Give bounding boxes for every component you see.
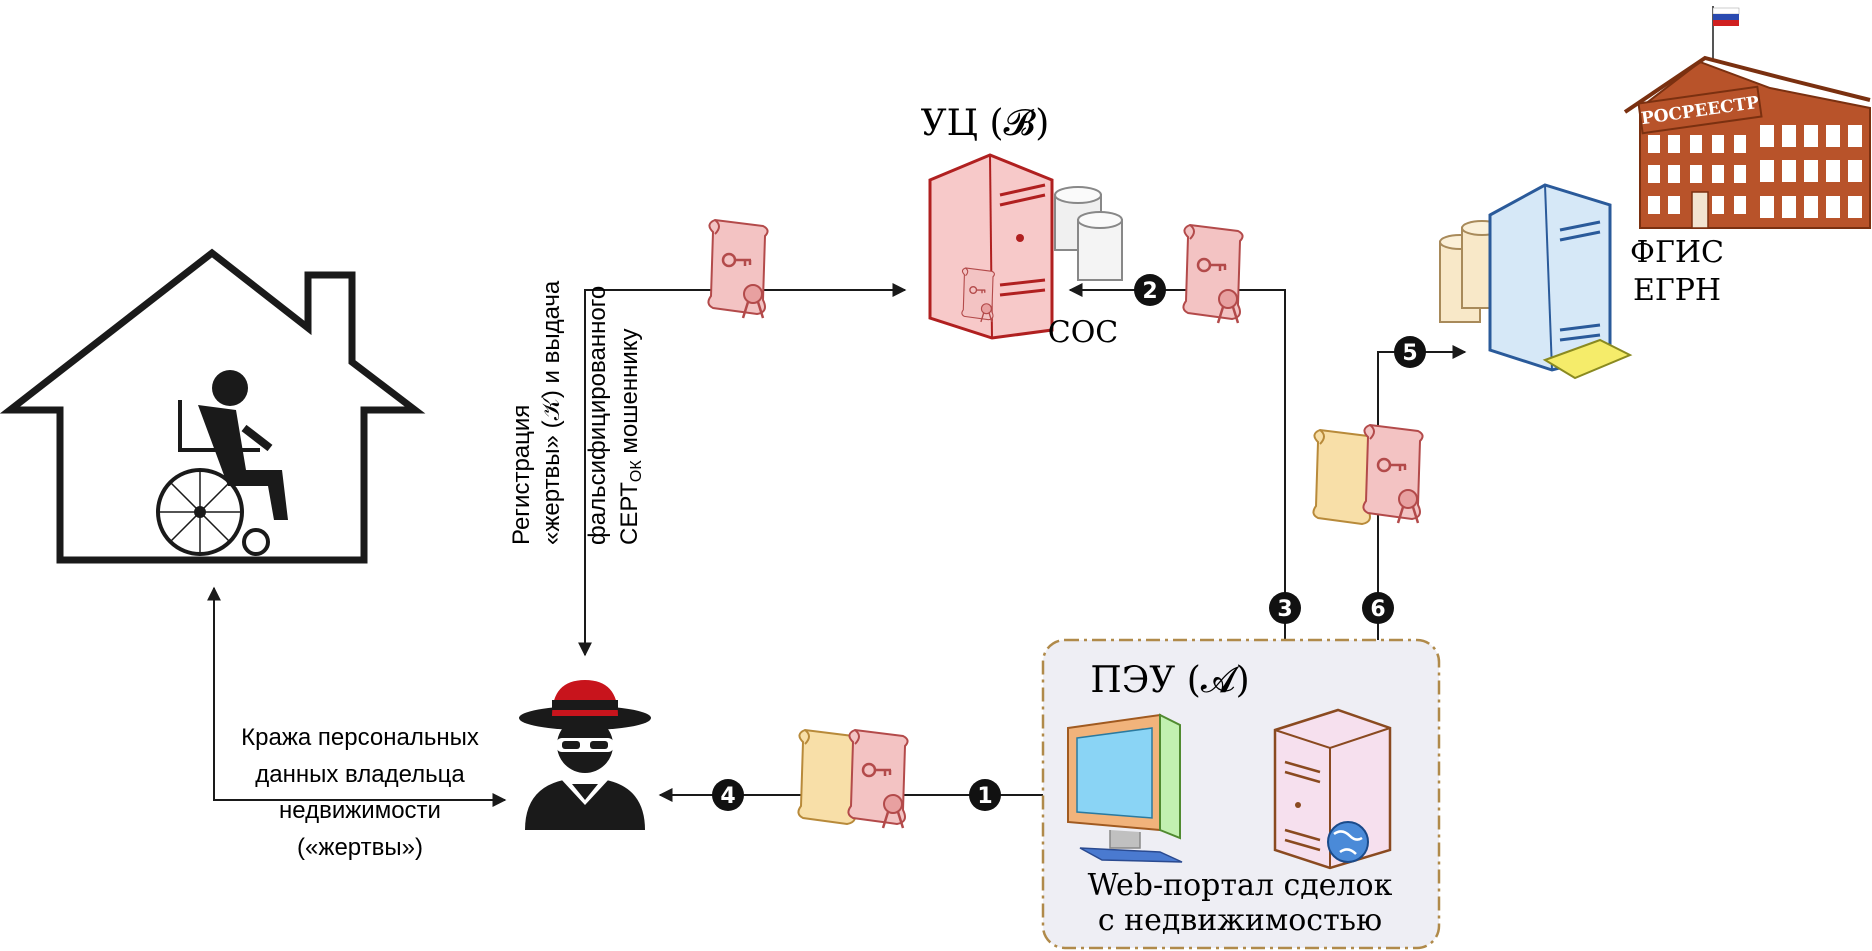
labels: УЦ (𝓑) СОС ПЭУ (𝓐) ФГИС ЕГРН РОСРЕЕСТР W… xyxy=(241,93,1760,938)
step-badge-4: 4 xyxy=(712,779,744,811)
svg-text:3: 3 xyxy=(1277,597,1292,622)
svg-text:6: 6 xyxy=(1370,597,1385,622)
database-icon xyxy=(1054,186,1123,281)
step-badge-3: 3 xyxy=(1269,592,1301,624)
step-badge-1: 1 xyxy=(969,779,1001,811)
svg-text:недвижимости: недвижимости xyxy=(279,797,441,824)
arrow-theft xyxy=(207,586,507,807)
portal-label-line2: с недвижимостью xyxy=(1098,903,1382,938)
pep-label: ПЭУ (𝓐) xyxy=(1090,660,1249,701)
portal-server-icon xyxy=(1273,708,1392,870)
building-icon xyxy=(1623,6,1871,229)
globe-icon xyxy=(1327,821,1369,863)
registration-label: Регистрация «жертвы» (𝒦) и выдача фальси… xyxy=(508,280,645,545)
svg-text:1: 1 xyxy=(977,784,992,809)
ca-server-icon xyxy=(928,153,1123,340)
wheelchair-person-icon xyxy=(156,370,288,556)
step-badge-5: 5 xyxy=(1394,336,1426,368)
monitor-icon xyxy=(1067,713,1183,863)
theft-label: Кража персональных данных владельца недв… xyxy=(241,724,479,861)
crl-label: СОС xyxy=(1048,315,1119,350)
fgis-label-line2: ЕГРН xyxy=(1633,273,1721,308)
hacker-icon xyxy=(519,680,651,830)
house-icon xyxy=(0,248,426,564)
svg-text:(«жертвы»): («жертвы») xyxy=(297,834,423,861)
svg-text:5: 5 xyxy=(1402,341,1417,366)
fgis-server-icon xyxy=(1439,183,1633,380)
portal-label-line1: Web-портал сделок xyxy=(1088,868,1393,903)
step-badge-6: 6 xyxy=(1362,592,1394,624)
svg-text:«жертвы» (𝒦) и выдача: «жертвы» (𝒦) и выдача xyxy=(538,280,565,545)
svg-text:фальсифицированного: фальсифицированного xyxy=(584,286,611,545)
ca-label: УЦ (𝓑) xyxy=(921,103,1050,144)
fgis-label-line1: ФГИС xyxy=(1630,235,1724,270)
svg-text:4: 4 xyxy=(720,784,735,809)
svg-text:2: 2 xyxy=(1142,279,1157,304)
step-badge-2: 2 xyxy=(1134,274,1166,306)
svg-text:Кража персональных: Кража персональных xyxy=(241,724,479,751)
svg-text:данных владельца: данных владельца xyxy=(255,761,465,788)
arrow-registration xyxy=(578,283,907,657)
step-badges: 1 2 3 4 5 6 xyxy=(712,274,1426,811)
svg-text:Регистрация: Регистрация xyxy=(508,405,535,545)
svg-text:СЕРТОК мошеннику: СЕРТОК мошеннику xyxy=(616,328,645,545)
